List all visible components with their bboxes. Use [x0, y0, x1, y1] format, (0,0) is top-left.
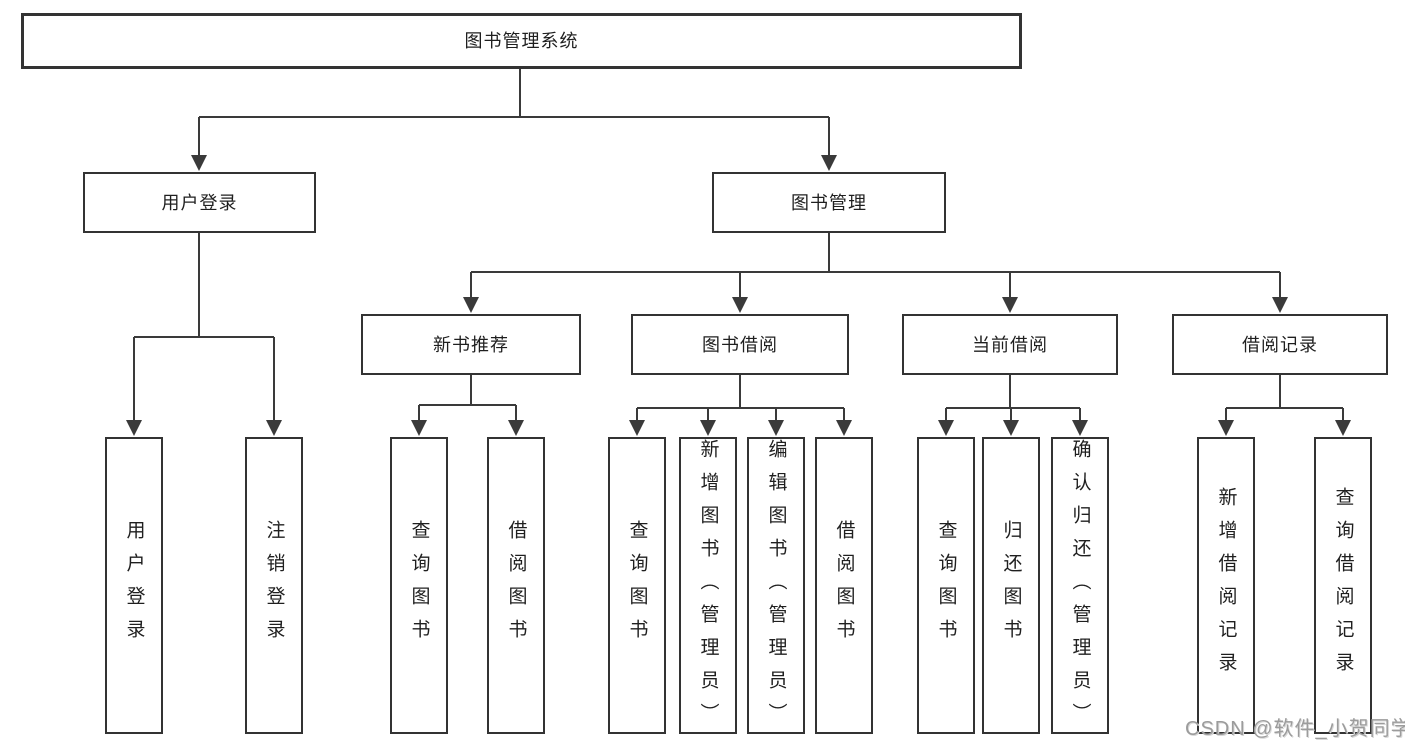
leaf-query-books-current: 查询图书 — [917, 437, 975, 734]
arrowhead-icon — [1335, 420, 1351, 436]
arrowhead-icon — [732, 297, 748, 313]
arrowhead-icon — [768, 420, 784, 436]
arrowhead-icon — [938, 420, 954, 436]
leaf-confirm-return-admin: 确认归还（管理员） — [1051, 437, 1109, 736]
leaf-borrow-books: 借阅图书 — [815, 437, 873, 734]
node-borrow-records: 借阅记录 — [1172, 314, 1388, 375]
arrowhead-icon — [629, 420, 645, 436]
arrowhead-icon — [700, 420, 716, 436]
arrowhead-icon — [411, 420, 427, 436]
connector-current-borrow-to-leaves — [945, 375, 1081, 424]
arrowhead-icon — [508, 420, 524, 436]
leaf-user-login: 用户登录 — [105, 437, 163, 734]
arrowhead-icon — [191, 155, 207, 171]
leaf-query-books-recommend: 查询图书 — [390, 437, 448, 734]
node-new-book-recommend: 新书推荐 — [361, 314, 581, 375]
node-user-login: 用户登录 — [83, 172, 316, 233]
arrowhead-icon — [1272, 297, 1288, 313]
leaf-query-borrow-record: 查询借阅记录 — [1314, 437, 1372, 734]
node-current-borrow: 当前借阅 — [902, 314, 1118, 375]
leaf-borrow-books-recommend: 借阅图书 — [487, 437, 545, 734]
leaf-edit-books-admin: 编辑图书（管理员） — [747, 437, 805, 736]
connector-borrow-records-to-leaves — [1225, 375, 1344, 424]
node-book-management: 图书管理 — [712, 172, 946, 233]
connector-book-management-to-level3 — [470, 233, 1281, 301]
arrowhead-icon — [1002, 297, 1018, 313]
leaf-logout-login: 注销登录 — [245, 437, 303, 734]
arrowhead-icon — [1003, 420, 1019, 436]
arrowhead-icon — [1218, 420, 1234, 436]
arrowhead-icon — [126, 420, 142, 436]
arrowhead-icon — [836, 420, 852, 436]
csdn-watermark: CSDN @软件_小贺同学 — [1185, 718, 1405, 740]
leaf-return-books: 归还图书 — [982, 437, 1040, 734]
leaf-add-borrow-record: 新增借阅记录 — [1197, 437, 1255, 734]
connector-root-to-level2 — [198, 69, 830, 160]
node-book-borrow: 图书借阅 — [631, 314, 849, 375]
arrowhead-icon — [1072, 420, 1088, 436]
connector-new-book-recommend-to-leaves — [418, 375, 517, 424]
arrowhead-icon — [463, 297, 479, 313]
node-root: 图书管理系统 — [21, 13, 1022, 69]
connector-user-login-to-leaves — [133, 233, 275, 424]
arrowhead-icon — [821, 155, 837, 171]
arrowhead-icon — [266, 420, 282, 436]
leaf-add-books-admin: 新增图书（管理员） — [679, 437, 737, 736]
connector-book-borrow-to-leaves — [636, 375, 845, 424]
leaf-query-books-borrow: 查询图书 — [608, 437, 666, 734]
